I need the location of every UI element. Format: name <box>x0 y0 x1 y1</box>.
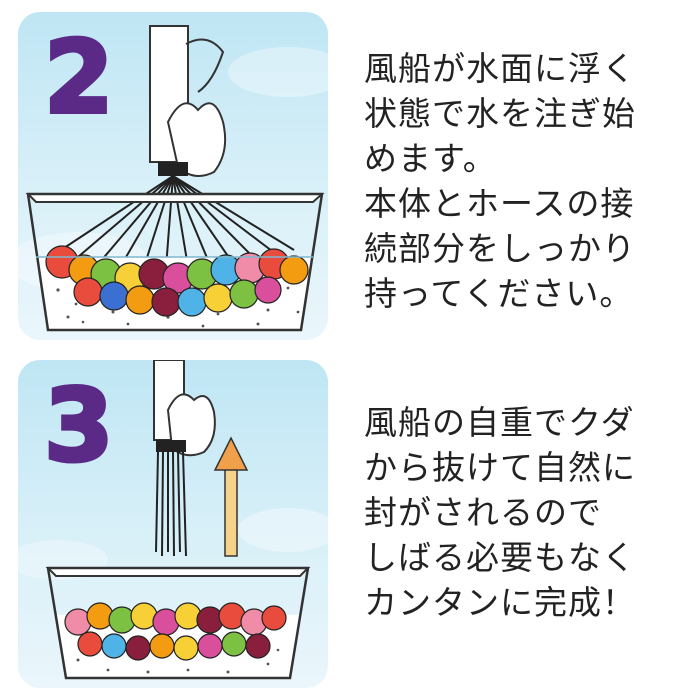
step-2-illustration <box>18 25 328 332</box>
description-line: しばる必要もなく <box>364 538 636 577</box>
description-line: カンタンに完成！ <box>364 583 636 622</box>
description-line: めます。 <box>364 139 497 178</box>
description-line: 風船が水面に浮く <box>364 49 636 88</box>
step-number: 2 <box>42 19 116 136</box>
description-line: 封がされるので <box>364 493 602 532</box>
description-line: 風船の自重でクダ <box>364 403 635 442</box>
description-line: から抜けて自然に <box>364 448 636 487</box>
description-line: 持ってください。 <box>364 274 634 313</box>
description-line: 続部分をしっかり <box>364 229 636 268</box>
description-line: 本体とホースの接 <box>364 184 635 223</box>
tub <box>26 192 324 332</box>
straws <box>57 175 295 269</box>
up-arrow-icon <box>213 436 249 557</box>
step-2-illustration-panel: 2 <box>18 12 328 340</box>
tub <box>46 566 310 680</box>
step-number: 3 <box>42 367 116 484</box>
step-3-description: 風船の自重でクダ から抜けて自然に 封がされるので しばる必要もなく カンタンに… <box>364 400 690 625</box>
hose-connector <box>158 162 188 176</box>
balloons <box>45 245 309 317</box>
step-3-illustration <box>18 360 328 680</box>
step-3-illustration-panel: 3 <box>18 360 328 688</box>
balloons <box>64 602 287 661</box>
step-2-description: 風船が水面に浮く 状態で水を注ぎ始 めます。 本体とホースの接 続部分をしっかり… <box>364 46 690 316</box>
description-line: 状態で水を注ぎ始 <box>364 94 636 133</box>
hand-icon <box>166 393 216 457</box>
straws <box>155 451 187 557</box>
hose-connector <box>156 440 186 452</box>
hand-icon <box>166 102 227 177</box>
